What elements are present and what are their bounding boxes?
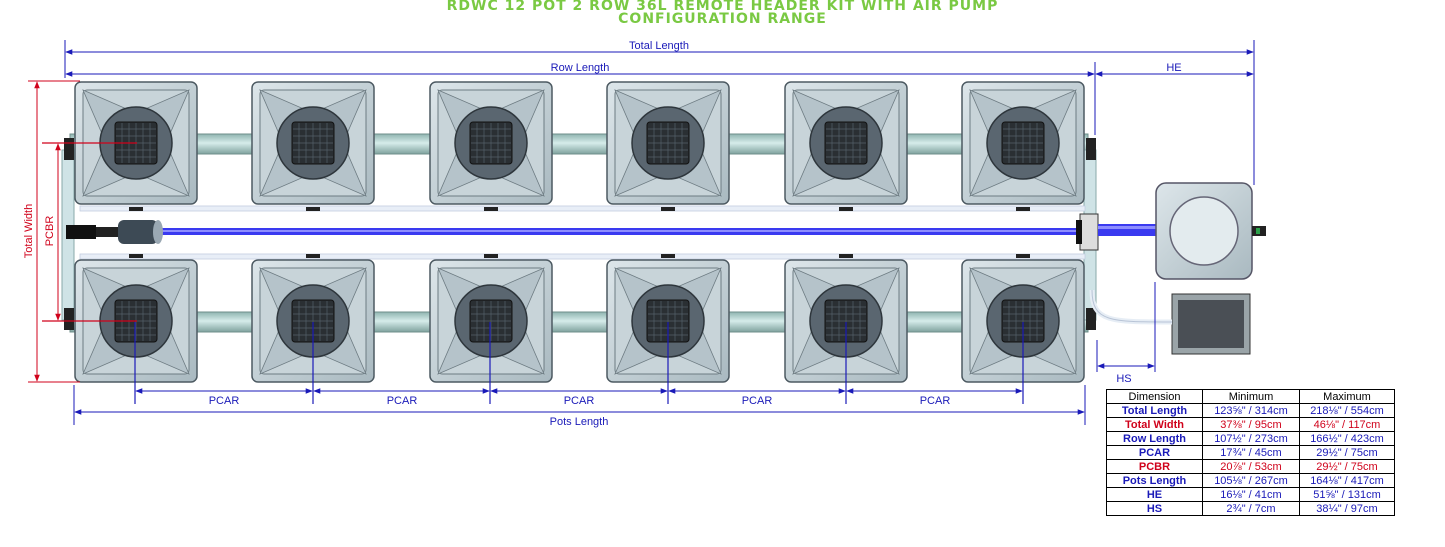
pot-bottom-6 bbox=[961, 259, 1085, 383]
pot-top-2 bbox=[251, 81, 375, 205]
table-cell-min: 2¾" / 7cm bbox=[1202, 501, 1300, 516]
table-cell-max: 29½" / 75cm bbox=[1299, 459, 1395, 474]
table-cell-name: Row Length bbox=[1106, 431, 1203, 446]
pot-top-6 bbox=[961, 81, 1085, 205]
fitting bbox=[839, 254, 853, 258]
table-cell-name: Total Width bbox=[1106, 417, 1203, 432]
fitting bbox=[129, 207, 143, 211]
end-cap bbox=[64, 308, 74, 330]
title-line-1: RDWC 12 POT 2 ROW 36L REMOTE HEADER KIT … bbox=[446, 0, 999, 14]
table-cell-max: 29½" / 75cm bbox=[1299, 445, 1395, 460]
table-cell-name: HE bbox=[1106, 487, 1203, 502]
pcbr-label: PCBR bbox=[44, 216, 56, 247]
table-cell-max: 164⅛" / 417cm bbox=[1299, 473, 1395, 488]
fitting bbox=[661, 254, 675, 258]
table-cell-max: 218⅛" / 554cm bbox=[1299, 403, 1395, 418]
pot-top-3 bbox=[429, 81, 553, 205]
total-length-label: Total Length bbox=[629, 40, 689, 52]
table-cell-max: 166½" / 423cm bbox=[1299, 431, 1395, 446]
table-header-row: Dimension Minimum Maximum bbox=[1106, 389, 1395, 404]
pcar-label-3: PCAR bbox=[564, 395, 595, 407]
top-row-pipe bbox=[69, 133, 1089, 155]
pump-hose bbox=[1089, 289, 1173, 325]
pcar-label-4: PCAR bbox=[742, 395, 773, 407]
pcar-label-2: PCAR bbox=[387, 395, 418, 407]
return-line-top bbox=[79, 205, 1086, 212]
pcar-label-1: PCAR bbox=[209, 395, 240, 407]
end-cap bbox=[64, 138, 74, 160]
fitting bbox=[306, 254, 320, 258]
table-cell-max: 46⅛" / 117cm bbox=[1299, 417, 1395, 432]
table-cell-max: 38¼" / 97cm bbox=[1299, 501, 1395, 516]
header-connector bbox=[1076, 213, 1158, 251]
table-cell-min: 20⅞" / 53cm bbox=[1202, 459, 1300, 474]
table-cell-min: 123⅝" / 314cm bbox=[1202, 403, 1300, 418]
table-cell-max: 51⅝" / 131cm bbox=[1299, 487, 1395, 502]
pcar-label-5: PCAR bbox=[920, 395, 951, 407]
end-cap bbox=[1086, 138, 1096, 160]
table-cell-min: 16⅛" / 41cm bbox=[1202, 487, 1300, 502]
air-pump bbox=[1171, 293, 1251, 355]
return-line-bottom bbox=[79, 253, 1086, 260]
table-cell-name: HS bbox=[1106, 501, 1203, 516]
end-cap bbox=[1086, 308, 1096, 330]
fitting bbox=[1016, 207, 1030, 211]
remote-header-tank bbox=[1155, 182, 1266, 280]
total-width-label: Total Width bbox=[23, 204, 35, 258]
hs-label: HS bbox=[1116, 373, 1131, 385]
pots-length-label: Pots Length bbox=[550, 416, 609, 428]
pot-top-4 bbox=[606, 81, 730, 205]
table-cell-name: Total Length bbox=[1106, 403, 1203, 418]
header-dimension: Dimension bbox=[1106, 389, 1203, 404]
he-label: HE bbox=[1166, 62, 1181, 74]
title-line-2: CONFIGURATION RANGE bbox=[618, 11, 827, 27]
pot-bottom-4 bbox=[606, 259, 730, 383]
fitting bbox=[484, 254, 498, 258]
fitting bbox=[306, 207, 320, 211]
title: RDWC 12 POT 2 ROW 36L REMOTE HEADER KIT … bbox=[0, 0, 1445, 26]
pot-bottom-3 bbox=[429, 259, 553, 383]
fitting bbox=[484, 207, 498, 211]
dimension-lines bbox=[28, 40, 1255, 425]
pot-bottom-2 bbox=[251, 259, 375, 383]
header-minimum: Minimum bbox=[1202, 389, 1300, 404]
table-cell-min: 37⅜" / 95cm bbox=[1202, 417, 1300, 432]
table-cell-min: 107½" / 273cm bbox=[1202, 431, 1300, 446]
fitting bbox=[839, 207, 853, 211]
table-cell-name: PCAR bbox=[1106, 445, 1203, 460]
header-maximum: Maximum bbox=[1299, 389, 1395, 404]
fitting bbox=[129, 254, 143, 258]
table-cell-name: PCBR bbox=[1106, 459, 1203, 474]
row-length-label: Row Length bbox=[551, 62, 610, 74]
table-cell-min: 17¾" / 45cm bbox=[1202, 445, 1300, 460]
fitting bbox=[661, 207, 675, 211]
pot-bottom-5 bbox=[784, 259, 908, 383]
air-stone bbox=[66, 220, 163, 244]
table-cell-name: Pots Length bbox=[1106, 473, 1203, 488]
bottom-row-pipe bbox=[69, 311, 1089, 333]
fitting bbox=[1016, 254, 1030, 258]
table-cell-min: 105⅛" / 267cm bbox=[1202, 473, 1300, 488]
pot-top-5 bbox=[784, 81, 908, 205]
